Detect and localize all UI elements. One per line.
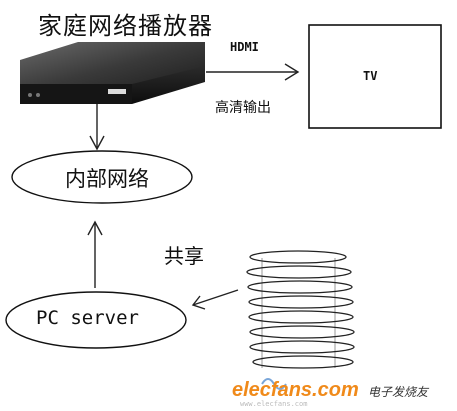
hd-output-label: 高清输出 [215,100,271,116]
media-player-device [20,42,205,104]
tv-label: TV [363,69,378,83]
pc-server-node [5,291,187,349]
storage-stack-icon [246,250,355,369]
watermark-cn: 电子发烧友 [368,385,429,399]
arrow-server-to-network [87,220,103,288]
player-title: 家庭网络播放器 [38,12,213,40]
watermark-url: www.elecfans.com [240,400,308,408]
tv-box [308,24,442,129]
watermark-site: elecfans.com [232,379,359,401]
arrow-player-to-network [89,104,105,151]
internal-network-node [11,150,193,204]
pc-server-label: PC server [36,307,139,329]
elecfans-logo-icon [261,378,287,390]
hdmi-label: HDMI [230,40,259,54]
arrow-storage-to-server [191,289,239,310]
share-label: 共享 [164,244,204,268]
internal-network-label: 内部网络 [65,167,149,191]
hdmi-arrow [206,63,300,81]
